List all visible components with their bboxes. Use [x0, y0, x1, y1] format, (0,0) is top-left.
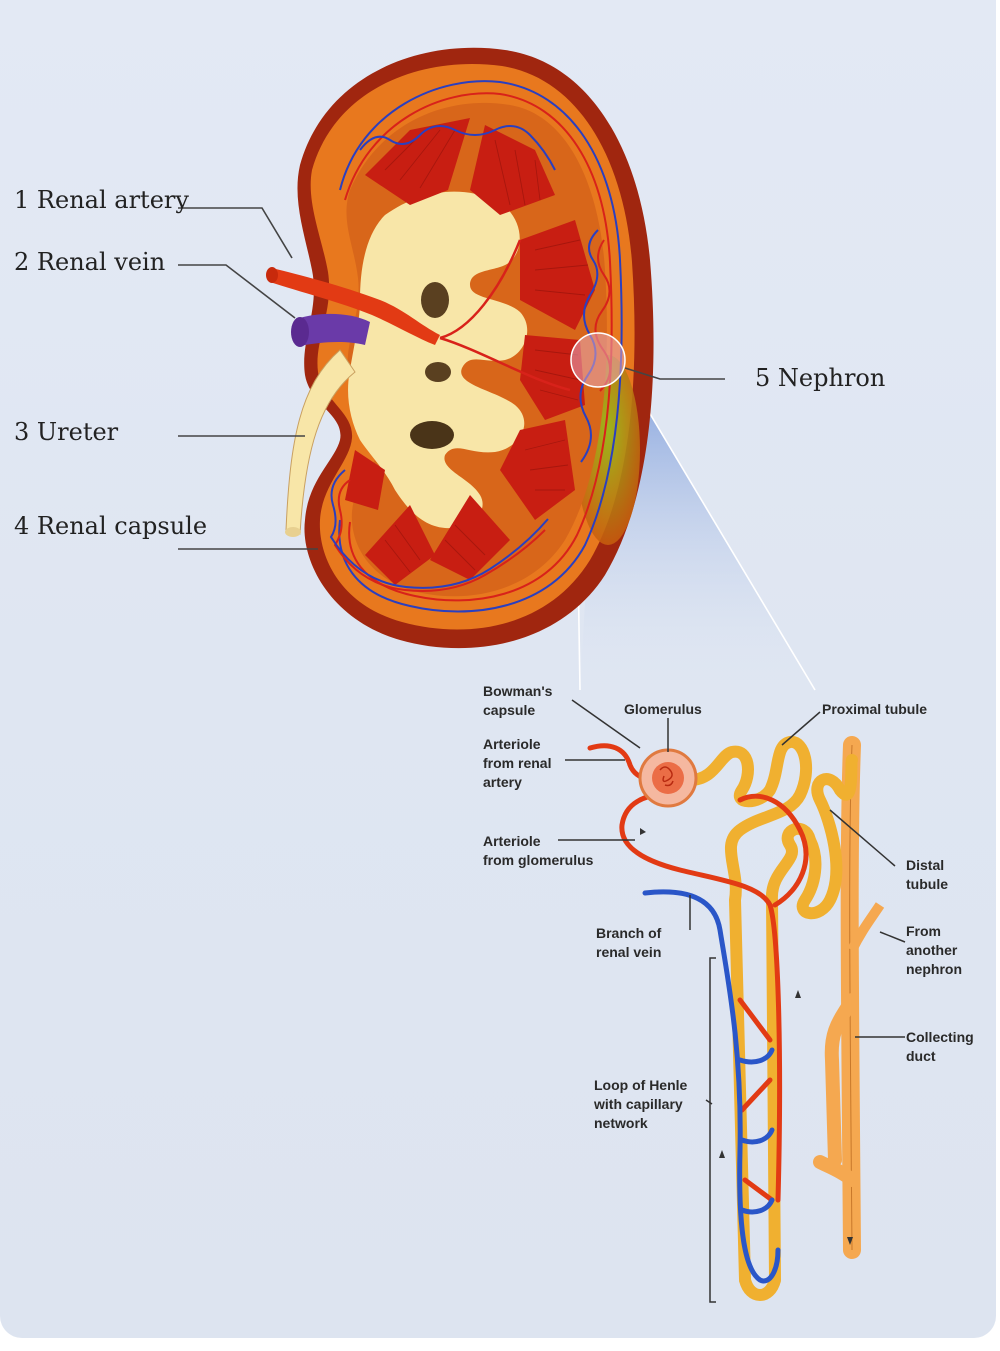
renal-vein-shape	[300, 313, 370, 346]
kidney	[297, 47, 654, 649]
callout-number: 2	[14, 248, 30, 276]
callout-renal-artery: 1 Renal artery	[14, 188, 189, 212]
callout-nephron: 5 Nephron	[755, 366, 885, 390]
callout-label: Renal vein	[36, 248, 166, 276]
label-arteriole-renal: Arteriole from renal artery	[483, 736, 552, 790]
label-arteriole-glomerulus: Arteriole from glomerulus	[483, 833, 594, 868]
callout-label: Nephron	[777, 364, 886, 392]
callout-ureter: 3 Ureter	[14, 420, 118, 444]
label-distal-tubule: Distal tubule	[906, 857, 948, 892]
callout-number: 5	[755, 364, 771, 392]
callout-number: 4	[14, 512, 30, 540]
nephron-zoom-circle	[570, 332, 626, 388]
callout-leaders	[178, 207, 725, 550]
callout-number: 1	[14, 186, 30, 214]
callout-number: 3	[14, 418, 30, 446]
callout-label: Renal capsule	[36, 512, 208, 540]
label-proximal-tubule: Proximal tubule	[822, 701, 928, 717]
callout-renal-vein: 2 Renal vein	[14, 250, 165, 274]
callout-label: Renal artery	[36, 186, 189, 214]
nephron-leaders	[558, 699, 906, 1303]
label-loop-of-henle: Loop of Henle with capillary network	[594, 1077, 688, 1131]
zoom-line-right	[624, 371, 816, 691]
callout-renal-capsule: 4 Renal capsule	[14, 514, 207, 538]
callout-label: Ureter	[36, 418, 119, 446]
nephron-detail	[558, 699, 906, 1303]
label-collecting-duct: Collecting duct	[906, 1029, 974, 1064]
glomerulus-shape	[652, 762, 684, 794]
renal-pyramids	[345, 118, 595, 585]
renal-pelvis	[348, 191, 528, 529]
renal-artery-shape	[270, 268, 440, 345]
renal-tubule	[684, 736, 858, 1286]
flow-arrows	[640, 828, 853, 1245]
venules	[642, 889, 781, 1284]
label-branch-renal-vein: Branch of renal vein	[596, 925, 662, 960]
label-glomerulus: Glomerulus	[624, 701, 702, 717]
label-from-another-nephron: From another nephron	[906, 923, 962, 977]
label-bowmans-capsule: Bowman's capsule	[483, 683, 553, 718]
